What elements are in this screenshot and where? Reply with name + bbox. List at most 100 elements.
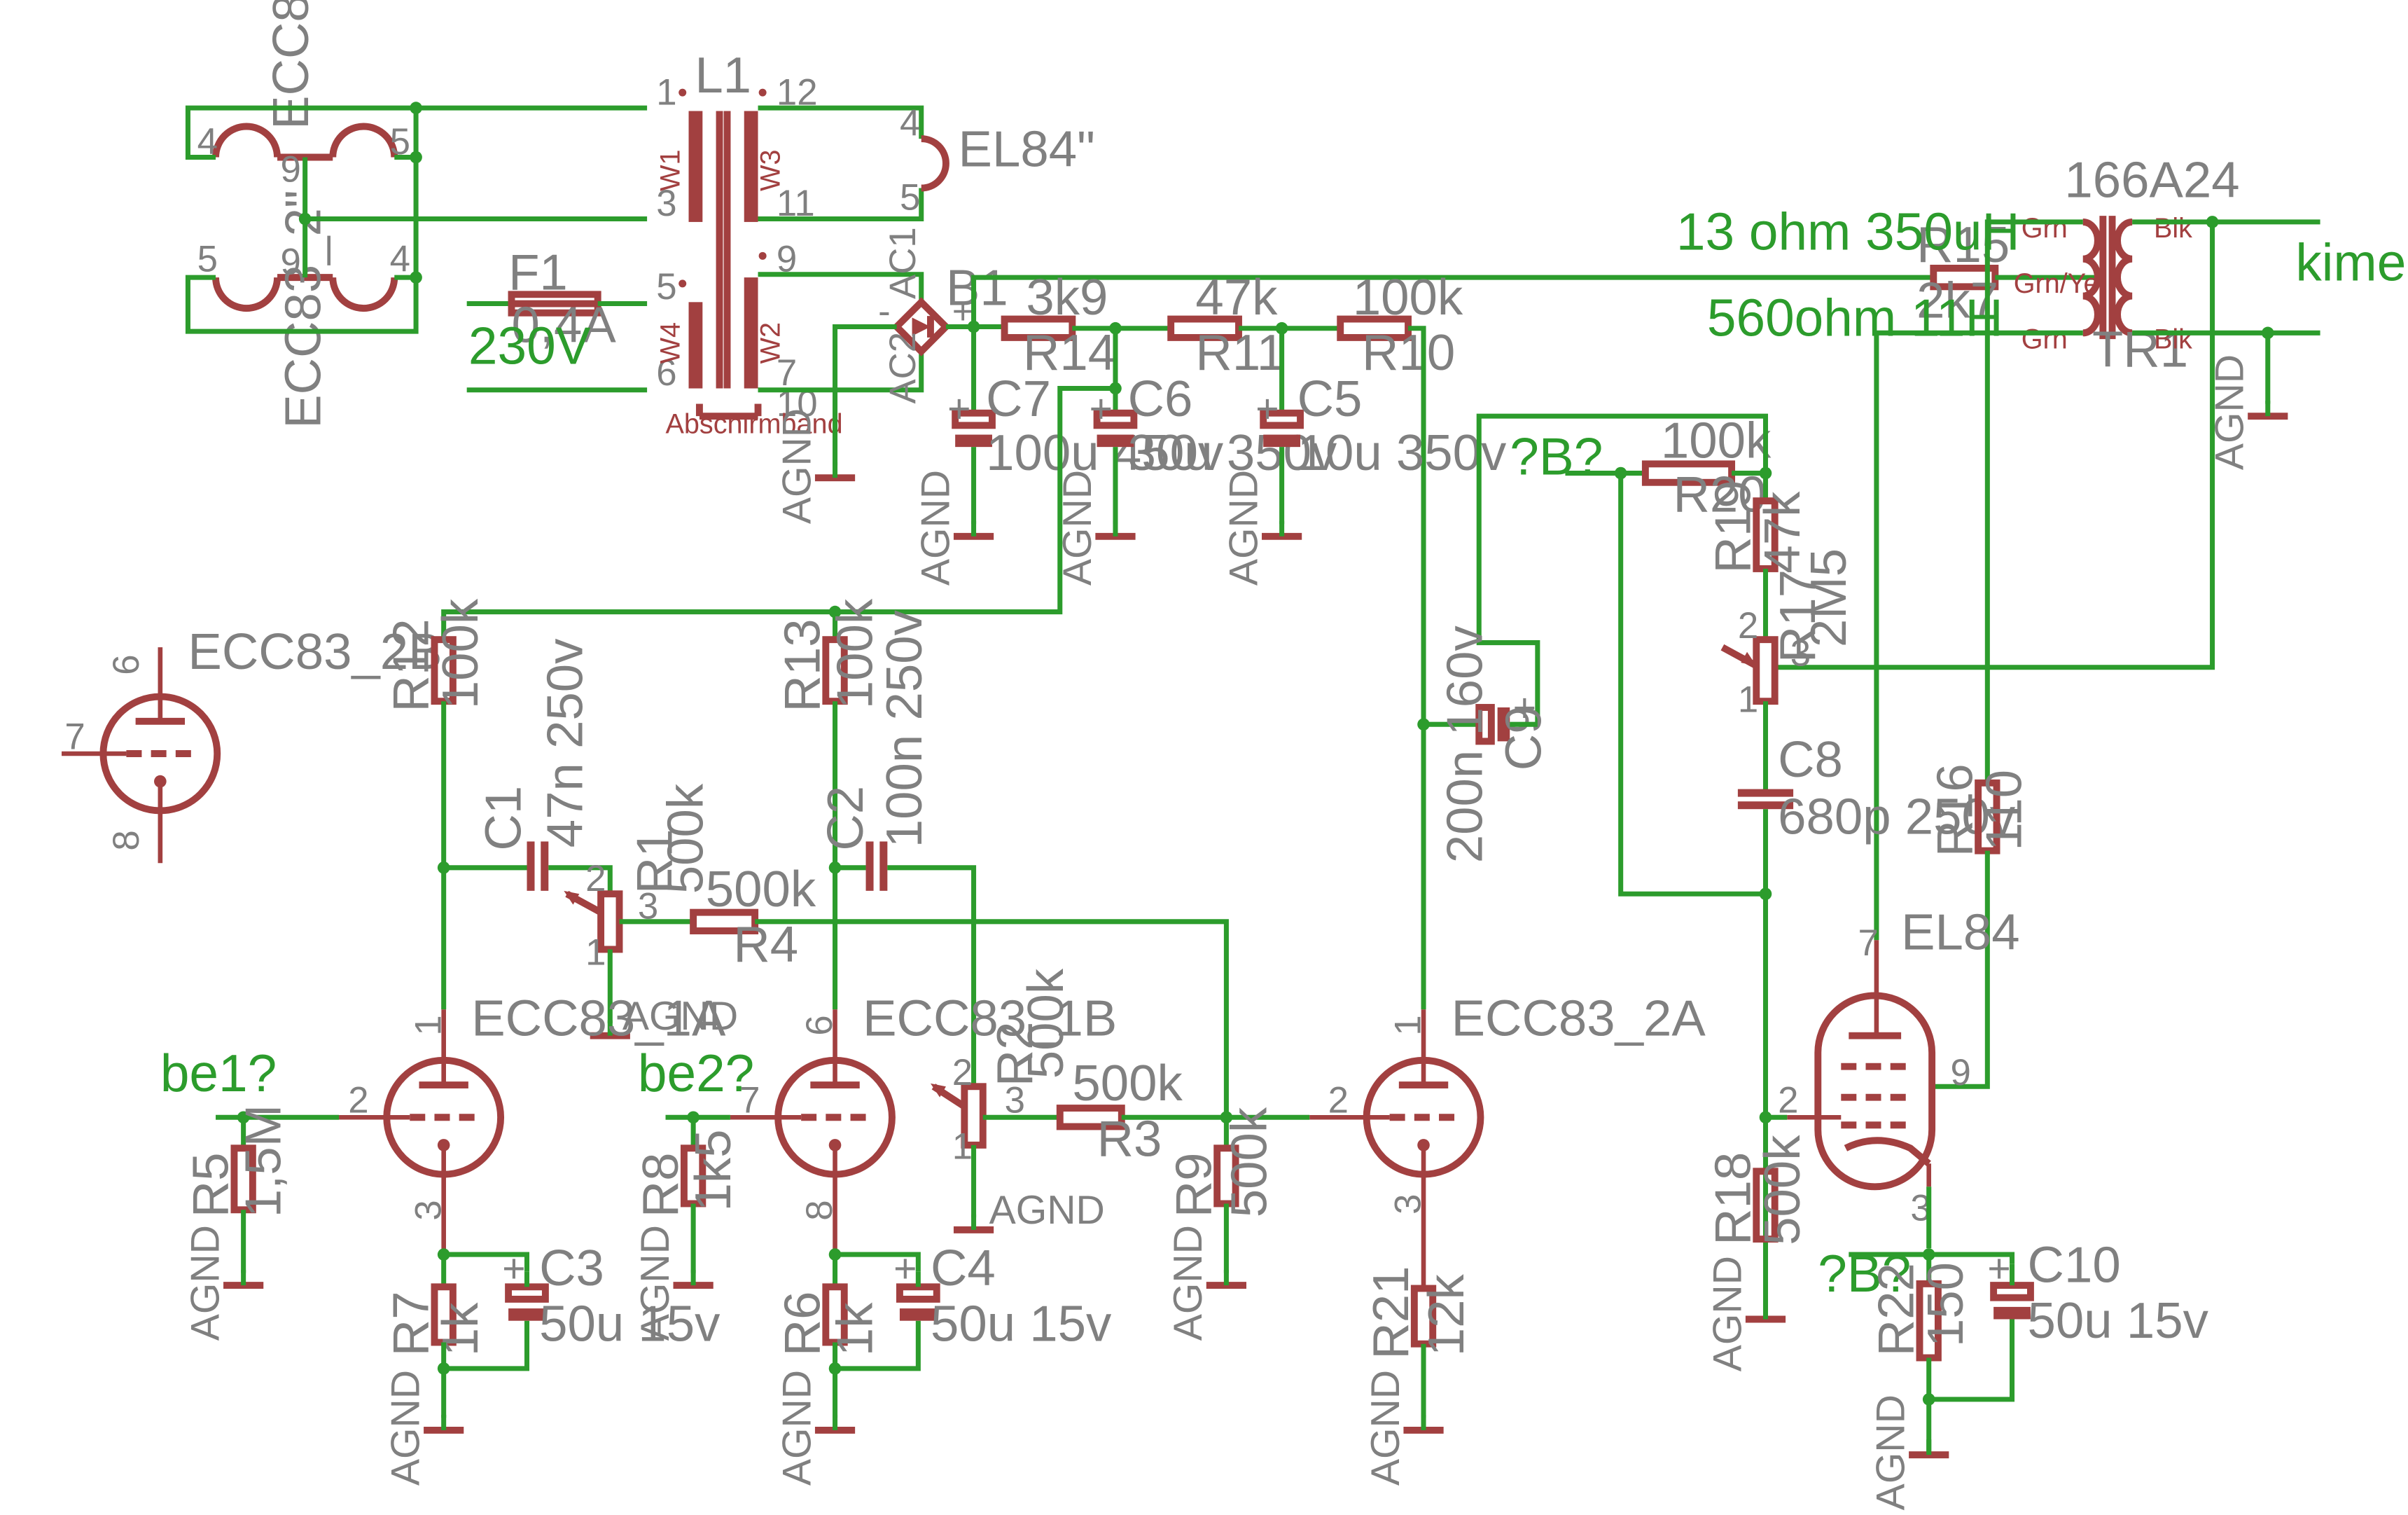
ecc83-1b-pin-7: 7 [739, 1080, 760, 1121]
r16-name: R16 [1926, 763, 1983, 857]
r15-name: R15 [1916, 216, 2010, 273]
tube-ecc83-1a: ECC83_1A 1 2 3 [339, 990, 726, 1255]
resistor-r5: R5 1,5M [183, 1105, 292, 1217]
l1-w2: W2 [755, 322, 786, 364]
r2-pin-1: 1 [952, 1126, 973, 1168]
heater2-pin-4: 4 [390, 238, 410, 279]
resistor-r16: R16 110 [1926, 763, 2032, 857]
svg-text:+: + [893, 1247, 917, 1292]
r5-value: 1,5M [235, 1105, 291, 1217]
r12-value: 100k [432, 598, 489, 709]
r21-value: 12k [1418, 1274, 1475, 1357]
resistor-r15: R15 2k7 [1916, 216, 2010, 328]
ecc83-1b-pin-8: 8 [799, 1200, 840, 1220]
r21-name: R21 [1363, 1266, 1419, 1360]
gnd-c6: AGND [1055, 470, 1100, 586]
c1-value: 47n 250v [537, 638, 594, 848]
el84-name: EL84 [1901, 904, 2020, 960]
r10-value: 100k [1353, 269, 1463, 326]
ecc83-2a-pin-3: 3 [1388, 1194, 1429, 1215]
gnd-r18: AGND [1705, 1256, 1750, 1371]
r12-name: R12 [383, 618, 440, 712]
heater3-label: EL84" [959, 121, 1095, 178]
potentiometer-r17: R17 2M5 2 3 1 [1720, 548, 1857, 721]
r9-name: R9 [1165, 1152, 1222, 1217]
el84-pin-9: 9 [1951, 1052, 1971, 1093]
heater2-pin-5: 5 [197, 238, 218, 279]
r22-value: 150 [1917, 1262, 1974, 1347]
tr1-pin-grnyel: Grn/Yel [2014, 268, 2106, 299]
resistor-r9: R9 500k [1165, 1107, 1277, 1217]
tr1-pin-grn2: Grn [2021, 324, 2068, 354]
bridge-b1: B1 AC1 AC2 - + [878, 227, 1008, 403]
tr1-pin-grn1: Grn [2021, 213, 2068, 244]
capacitor-c9: + C9 200n 160v [1437, 625, 1552, 863]
resistor-r7: R7 1k [383, 1283, 489, 1356]
b1-minus: - [878, 291, 891, 332]
heater-el84: EL84" 4 5 [900, 103, 1095, 219]
c6-name: C6 [1128, 371, 1193, 427]
transformer-l1: L1 1 3 5 6 12 11 9 7 10 W1 W3 W4 W2 Absc… [655, 47, 842, 439]
gnd-r6: AGND [774, 1370, 819, 1486]
r7-value: 1k [432, 1302, 489, 1356]
resistor-r11: 47k R11 [1167, 269, 1285, 381]
ecc83-1a-pin-1: 1 [408, 1015, 449, 1035]
capacitor-c1: C1 47n 250v [475, 638, 594, 891]
r5-name: R5 [183, 1152, 239, 1217]
gnd-c7: AGND [913, 470, 958, 586]
r17-pin-3: 3 [1790, 633, 1811, 675]
c9-value: 200n 160v [1437, 625, 1494, 863]
resistor-r22: R22 150 [1868, 1262, 1974, 1362]
tr1-pin-blk2: Blk [2154, 324, 2192, 354]
r17-pin-2: 2 [1738, 605, 1758, 646]
c2-name: C2 [817, 786, 874, 851]
bias-label-1: ?B? [1510, 427, 1603, 486]
r17-value: 2M5 [1800, 548, 1857, 647]
resistor-r19: R19 47k [1704, 480, 1810, 573]
c10-value: 50u 15v [2028, 1292, 2209, 1349]
c7-name: C7 [986, 371, 1051, 427]
svg-text:+: + [502, 1247, 525, 1292]
r10-name: R10 [1362, 324, 1455, 381]
svg-text:+: + [1090, 387, 1113, 431]
capacitor-c7: + C7 100u 450v [947, 371, 1224, 481]
ecc83-1a-name: ECC83_1A [471, 990, 726, 1047]
heater-ecc83-1: ECC83_1" 4 5 9 [197, 0, 410, 191]
capacitor-c10: + C10 50u 15v [1987, 1237, 2208, 1349]
svg-text:+: + [947, 387, 970, 431]
c9-name: C9 [1495, 705, 1552, 770]
tube-ecc83-2a: ECC83_2A 1 2 3 [1309, 990, 1706, 1289]
l1-pin-5: 5 [656, 266, 676, 307]
l1-name: L1 [695, 47, 751, 104]
r22-name: R22 [1868, 1263, 1925, 1356]
capacitor-c2: C2 100n 250v [817, 609, 933, 891]
resistor-r18: R18 500k [1704, 1135, 1810, 1245]
r19-value: 47k [1754, 491, 1811, 574]
r19-name: R19 [1704, 480, 1761, 573]
gnd-r22: AGND [1869, 1395, 1914, 1510]
l1-pin-7: 7 [777, 352, 797, 394]
c1-name: C1 [475, 786, 532, 851]
primary-note: 13 ohm 350uH [1676, 202, 2020, 261]
r8-value: 1k5 [685, 1129, 742, 1211]
r6-name: R6 [774, 1291, 831, 1356]
fuse-f1: F1 0,4A [508, 244, 616, 354]
r2-value: 500k [1017, 968, 1074, 1079]
tube-ecc83-1b: ECC83_1B 6 7 8 [730, 990, 1117, 1255]
heater3-pin-4: 4 [900, 103, 920, 144]
capacitor-c3: + C3 50u 15v [502, 1240, 721, 1352]
gnd-r2: AGND [989, 1188, 1105, 1233]
r17-name: R17 [1769, 569, 1826, 663]
f1-name: F1 [508, 244, 568, 301]
gnd-r8: AGND [633, 1225, 678, 1341]
ecc83-2a-name: ECC83_2A [1452, 990, 1706, 1047]
gnd-r1: AGND [622, 994, 738, 1039]
r14-value: 3k9 [1026, 269, 1108, 326]
el84-pin-7: 7 [1858, 922, 1879, 964]
ecc83-2b-pin-6: 6 [106, 654, 147, 675]
heater3-pin-5: 5 [900, 177, 920, 218]
gnd-c5: AGND [1221, 470, 1266, 586]
r7-name: R7 [383, 1291, 440, 1356]
r13-name: R13 [774, 618, 831, 712]
output-label: kimenet? [2295, 233, 2408, 292]
